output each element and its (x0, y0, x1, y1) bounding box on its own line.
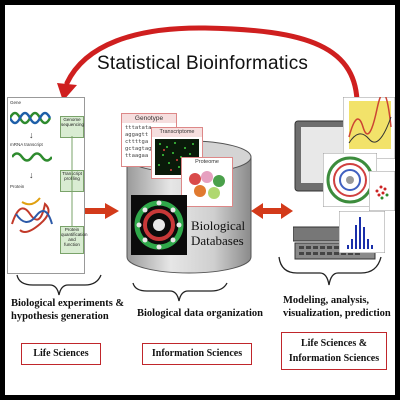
down-arrow-icon: ↓ (29, 130, 34, 140)
feedback-arrow (57, 25, 360, 113)
protein-function-box: Protein quantification and function (60, 226, 88, 254)
caption-experiments-line2: hypothesis generation (11, 311, 109, 322)
mrna-label: mRNA transcript (10, 142, 43, 147)
database-label-line2: Databases (191, 233, 244, 248)
sequence-line: tttatata (125, 125, 152, 131)
protein-structure-icon (11, 197, 53, 233)
diagram-canvas: Statistical Bioinformatics Gene ↓ mRNA t… (5, 5, 395, 395)
protein-label: Protein (10, 184, 25, 189)
genome-sequencing-box: Genome sequencing (60, 116, 84, 138)
proteome-structure-image (189, 171, 225, 199)
right-arrow-icon (85, 203, 119, 219)
sequence-line: aggagtt (125, 132, 149, 138)
grouping-braces (16, 256, 382, 302)
gene-label: Gene (10, 100, 22, 105)
sequence-line: gctagtag (125, 146, 152, 152)
database-label: Biological Databases (191, 218, 245, 248)
genotype-sequence: tttatata aggagtt cttttga gctagtag ttaaga… (125, 125, 152, 160)
genotype-label: Genotype (122, 114, 176, 123)
combined-sciences-line1: Life Sciences & (300, 338, 368, 349)
database-label-line1: Biological (191, 218, 246, 233)
proteome-card: Proteome (181, 157, 233, 207)
caption-data-organization: Biological data organization (137, 308, 263, 319)
combined-sciences-line2: Information Sciences (288, 353, 380, 364)
caption-experiments-line1: Biological experiments & (11, 298, 125, 309)
mrna-strand-icon (12, 152, 52, 162)
dna-helix-icon (10, 111, 52, 125)
combined-sciences-box: Life Sciences & Information Sciences (281, 332, 387, 370)
down-arrow-icon: ↓ (29, 170, 34, 180)
spectrum-plot-image (343, 97, 395, 159)
proteome-label: Proteome (195, 159, 219, 165)
histogram-plot-image (339, 211, 385, 253)
caption-modeling: Modeling, analysis, visualization, predi… (283, 294, 393, 320)
double-arrow-icon (251, 203, 293, 219)
caption-modeling-line2: visualization, prediction (283, 308, 391, 319)
life-sciences-box: Life Sciences (21, 343, 101, 365)
caption-experiments: Biological experiments & hypothesis gene… (11, 297, 131, 323)
caption-modeling-line1: Modeling, analysis, (283, 295, 370, 306)
information-sciences-box: Information Sciences (142, 343, 252, 365)
scatter-plot-image (369, 171, 395, 211)
sequence-line: cttttga (125, 139, 149, 145)
molecular-structure-image (131, 195, 187, 255)
sequence-line: ttaagaa (125, 153, 149, 159)
biology-panel: Gene ↓ mRNA transcript ↓ Protein Genome … (7, 97, 88, 274)
diagram-title: Statistical Bioinformatics (97, 53, 309, 74)
connector-line (71, 136, 73, 226)
transcriptome-label: Transcriptome (152, 128, 202, 137)
